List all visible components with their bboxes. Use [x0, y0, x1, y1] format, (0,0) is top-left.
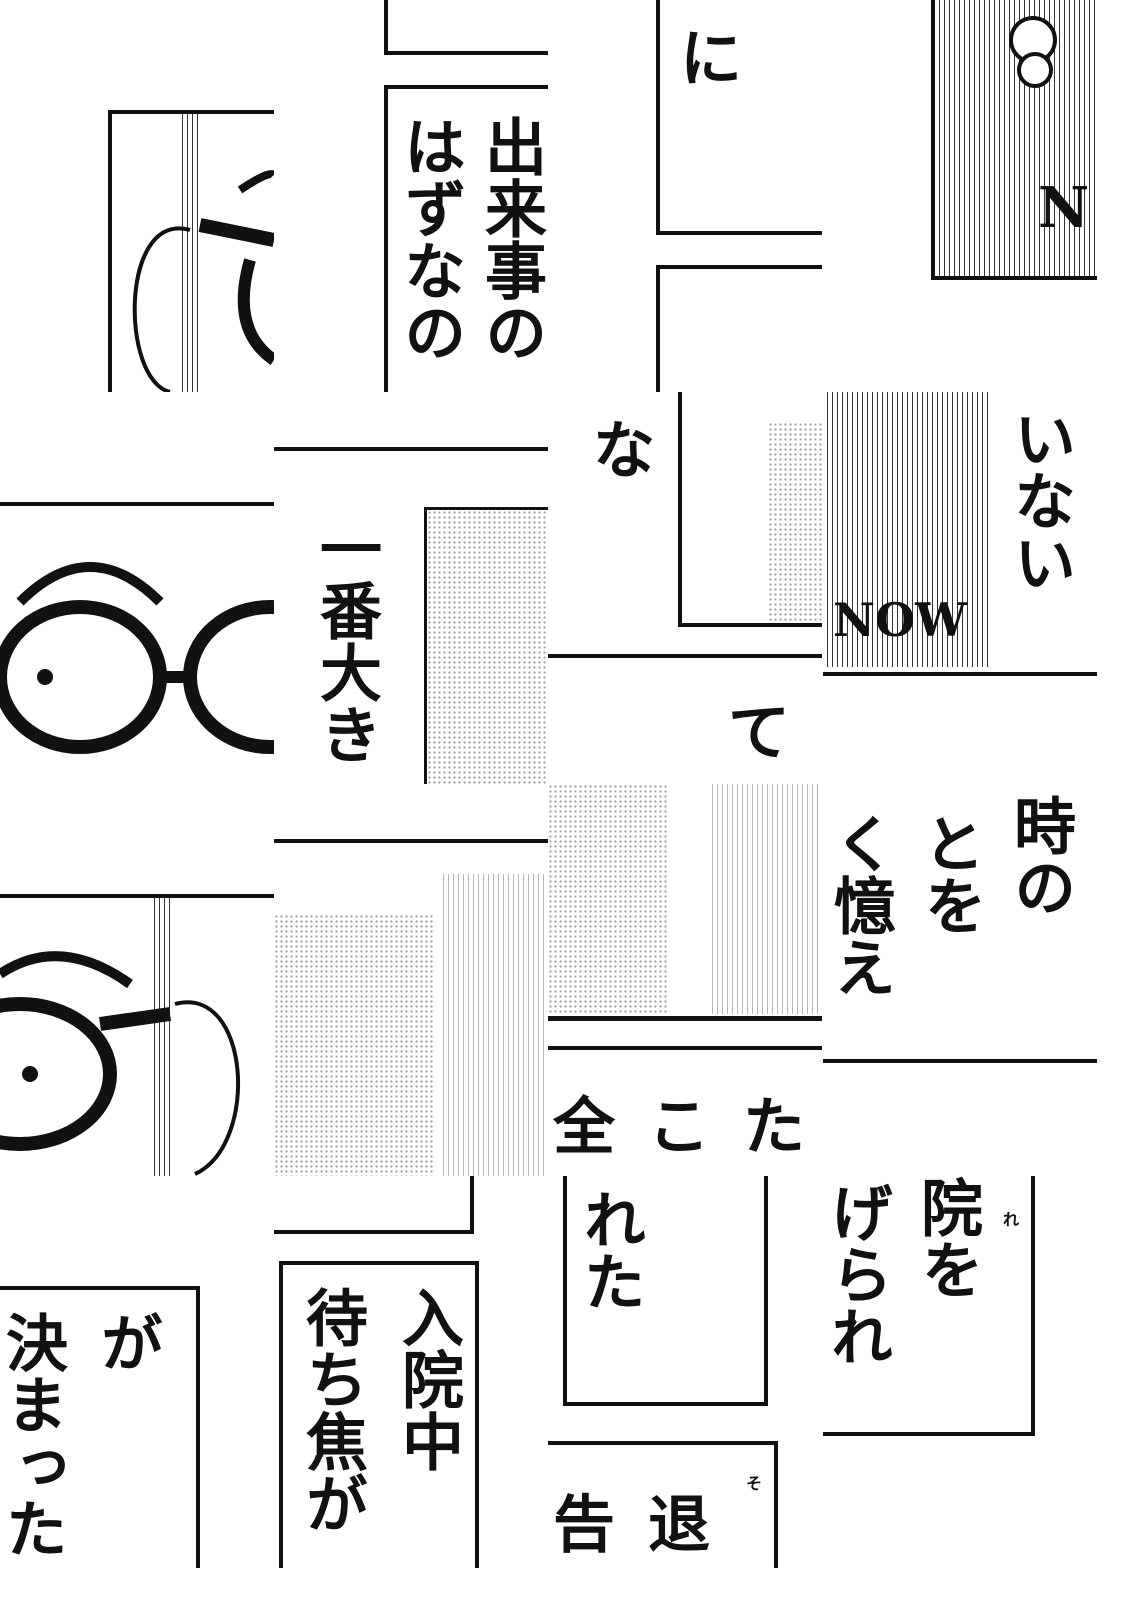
tile-text-tokino: 時の とを く憶え: [823, 784, 1097, 1176]
caption-text: 告: [553, 1488, 616, 1561]
window-view: [424, 507, 548, 784]
speech-panel: [656, 0, 822, 235]
caption-text: とを: [913, 812, 986, 936]
eye-ear-illustration: [0, 951, 241, 1176]
caption-text: 一番大き: [309, 517, 382, 765]
figure-back: [548, 784, 668, 1014]
caption-text: た: [743, 1090, 806, 1163]
tile-text-ichiban: 一番大き: [274, 392, 548, 784]
speech-panel: [384, 85, 548, 392]
speech-panel: [0, 1286, 200, 1568]
caption-text: く憶え: [823, 812, 896, 998]
comic-panel: [274, 1176, 474, 1234]
hair-strand: [178, 114, 200, 392]
ruby-text: れ: [1003, 1210, 1020, 1229]
panel-border: [823, 672, 1097, 676]
panel-border: [0, 502, 274, 506]
caption-text: こ: [648, 1090, 711, 1163]
glasses-icon: [1009, 16, 1057, 88]
caption-text: な: [593, 414, 656, 487]
caption-text: 出来事の: [474, 115, 547, 363]
eye-glasses-illustration: [0, 562, 274, 754]
caption-text: げられ: [823, 1181, 893, 1367]
window-view: [274, 914, 434, 1176]
panel-border: [548, 1016, 822, 1021]
caption-text: いない: [1003, 407, 1076, 593]
caption-text: 退: [648, 1488, 711, 1561]
speech-panel: [279, 1261, 479, 1568]
caption-text: 院を: [910, 1176, 983, 1300]
tile-text-ni: に: [548, 0, 822, 392]
speech-panel: [823, 1176, 1035, 1436]
shirt-lettering: NOW: [833, 593, 967, 647]
caption-text: れた: [573, 1188, 646, 1312]
caption-text: 全: [553, 1090, 616, 1163]
tile-eye-ear: [0, 784, 274, 1176]
tile-text-na: な て: [548, 392, 822, 784]
tile-man-portrait: N: [823, 0, 1097, 392]
tile-window-figure: 全 こ た: [548, 784, 822, 1176]
tile-window-man: [274, 784, 548, 1176]
tile-eyes-glasses: [0, 392, 274, 784]
tile-text-kimatta: が 決まった: [0, 1176, 274, 1568]
tile-text-wasureta: れた 告 退 そ: [548, 1176, 822, 1568]
caption-text: が: [90, 1311, 163, 1373]
curtain: [439, 874, 548, 1176]
tile-ear-glasses: [0, 0, 274, 392]
hair-strand: [150, 898, 172, 1176]
caption-text: 決まった: [0, 1311, 68, 1559]
caption-text: 待ち焦が: [295, 1286, 368, 1534]
speech-panel: [563, 1176, 768, 1406]
curtain: [708, 784, 818, 1014]
panel-border: [548, 1046, 822, 1050]
ruby-text: そ: [746, 1474, 763, 1493]
comic-panel: [384, 0, 548, 55]
speech-panel: [548, 1441, 778, 1568]
figure-back: [768, 422, 822, 622]
caption-text: 時の: [1003, 794, 1076, 918]
comic-panel: [656, 265, 822, 392]
tile-text-nyuin: 入院中 待ち焦が: [274, 1176, 548, 1568]
panel-border: [0, 894, 274, 898]
caption-text: はずなの: [393, 115, 466, 363]
tile-text-inai: NOW いない: [823, 392, 1097, 784]
panel-border: [823, 1059, 1097, 1063]
caption-text: て: [728, 696, 791, 769]
ear-glasses-illustration: [132, 170, 274, 392]
caption-text: に: [680, 22, 743, 95]
tile-text-dekigoto: 出来事の はずなの: [274, 0, 548, 392]
panel-border: [548, 654, 822, 658]
shirt-lettering: N: [1038, 175, 1090, 241]
man-shirt: [823, 392, 988, 667]
caption-text: 入院中: [391, 1286, 464, 1472]
tile-text-inwo: 院を れ げられ: [823, 1176, 1097, 1568]
